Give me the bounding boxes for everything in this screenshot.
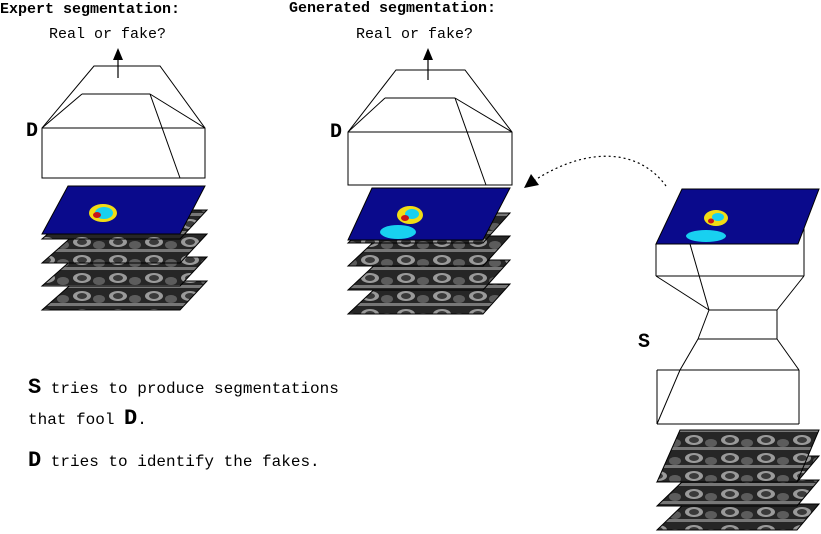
segmenter-network	[655, 224, 805, 425]
caption: S tries to produce segmentations that fo…	[28, 375, 339, 473]
arrow-up-icon	[113, 48, 123, 78]
dotted-arrow-icon	[524, 155, 667, 188]
arrow-up-icon	[423, 48, 433, 80]
real-or-fake-question-right: Real or fake?	[356, 26, 473, 43]
segmentation-region	[405, 209, 419, 219]
expert-segmentation-map	[41, 185, 206, 235]
caption-line-2: that fool D.	[28, 406, 147, 431]
segmentation-region	[708, 218, 714, 224]
mri-slice	[655, 503, 821, 531]
predicted-segmentation-map	[655, 188, 820, 245]
input-stack-left	[40, 185, 209, 311]
mri-slice	[656, 429, 820, 483]
segmentation-region	[712, 213, 724, 221]
segmentation-region	[93, 212, 101, 218]
mri-slice	[655, 479, 821, 507]
segmentation-region	[686, 230, 726, 242]
real-or-fake-question-left: Real or fake?	[49, 26, 166, 43]
segmenter-output	[655, 188, 820, 245]
generated-segmentation-map	[347, 187, 511, 241]
caption-line-3: D tries to identify the fakes.	[28, 448, 320, 473]
input-stack-segmenter	[655, 429, 821, 531]
discriminator-label-right: D	[330, 121, 342, 144]
segmentation-region	[380, 225, 416, 239]
generated-segmentation-header: Generated segmentation:	[289, 0, 496, 17]
discriminator-network-right	[347, 69, 513, 186]
caption-line-1: S tries to produce segmentations	[28, 375, 339, 400]
discriminator-label-left: D	[26, 120, 38, 143]
input-stack-middle	[346, 187, 512, 315]
segmentation-region	[401, 215, 409, 221]
segmenter-label: S	[638, 331, 650, 354]
discriminator-network-left	[41, 65, 206, 179]
expert-segmentation-header: Expert segmentation:	[0, 1, 180, 18]
